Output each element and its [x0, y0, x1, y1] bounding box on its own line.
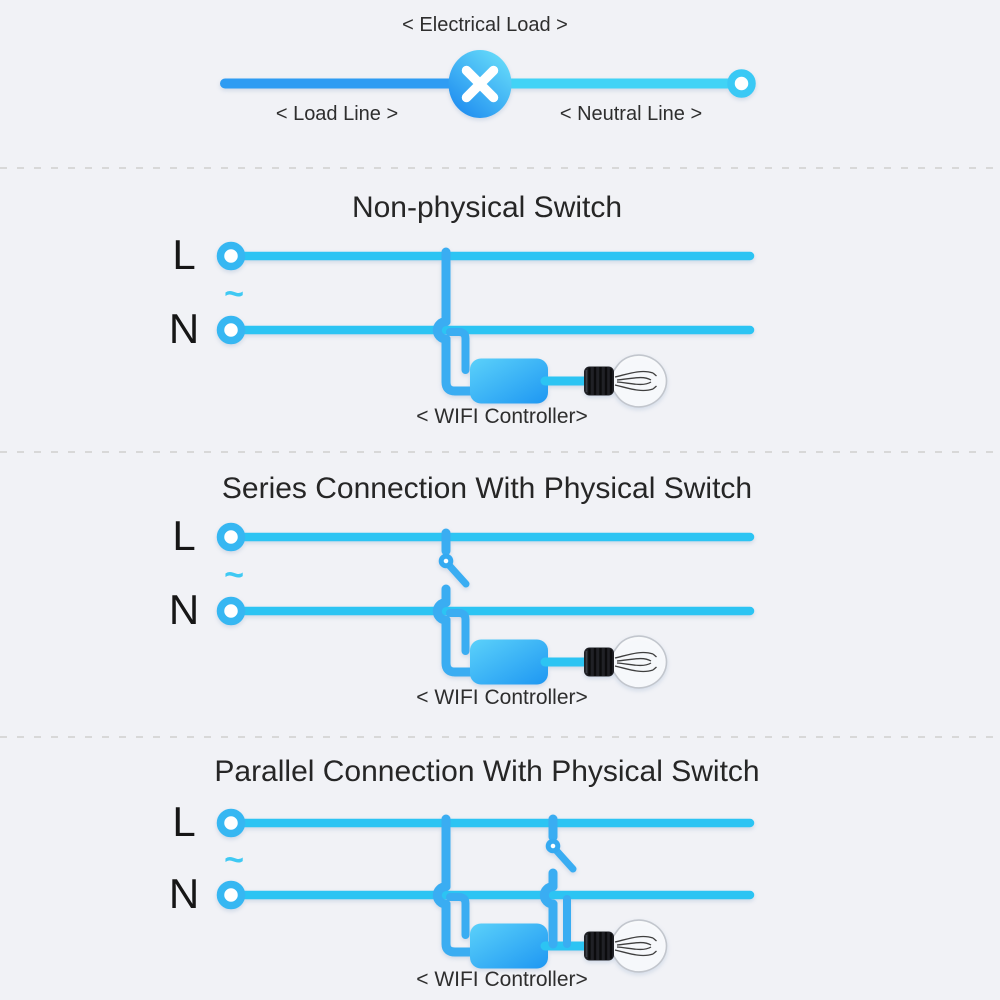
physical-switch: [548, 841, 573, 869]
neutral-label: N: [168, 870, 200, 917]
wifi-controller-body: [470, 923, 548, 969]
wifi-controller-body: [470, 358, 548, 404]
branch-wire-lower: [441, 899, 477, 957]
neutral-tap-wire: [446, 328, 470, 374]
live-label: L: [172, 512, 196, 559]
neutral-terminal-ring: [221, 885, 242, 906]
wifi-controller-label: < WIFI Controller>: [416, 968, 588, 991]
light-bulb: [582, 353, 668, 409]
section-series-wires: [221, 527, 755, 690]
section-divider: [0, 736, 1000, 738]
live-label: L: [172, 798, 196, 845]
physical-switch: [441, 556, 466, 584]
live-label: L: [172, 231, 196, 278]
neutral-line-label: < Neutral Line >: [559, 103, 703, 125]
wifi-controller-body: [470, 639, 548, 685]
neutral-terminal-ring: [727, 69, 756, 98]
section-non-physical-wires: [221, 246, 755, 409]
wifi-controller-label: < WIFI Controller>: [416, 405, 588, 428]
wifi-controller-label: < WIFI Controller>: [416, 686, 588, 709]
neutral-terminal-ring: [221, 320, 242, 341]
ac-symbol: ~: [224, 841, 244, 879]
live-terminal-ring: [221, 246, 242, 267]
branch-wire-lower: [441, 334, 477, 396]
ac-symbol: ~: [224, 556, 244, 594]
section-divider: [0, 451, 1000, 453]
light-bulb: [582, 634, 668, 690]
neutral-label: N: [168, 586, 200, 633]
load-x-icon: [461, 65, 499, 103]
ac-symbol: ~: [224, 275, 244, 313]
section-title-series: Series Connection With Physical Switch: [221, 472, 753, 505]
neutral-tap-wire: [446, 893, 470, 939]
light-bulb: [582, 918, 668, 974]
neutral-label: N: [168, 305, 200, 352]
electrical-load-label: < Electrical Load >: [402, 14, 568, 36]
section-title-non-physical: Non-physical Switch: [351, 191, 623, 224]
legend-art: [220, 50, 756, 118]
branch-wire-lower: [441, 615, 477, 677]
neutral-tap-wire: [446, 609, 470, 655]
section-divider: [0, 167, 1000, 169]
live-terminal-ring: [221, 527, 242, 548]
load-line-label: < Load Line >: [275, 103, 399, 125]
section-parallel-wires: [221, 813, 755, 974]
neutral-terminal-ring: [221, 601, 242, 622]
section-title-parallel: Parallel Connection With Physical Switch: [214, 755, 760, 788]
live-terminal-ring: [221, 813, 242, 834]
